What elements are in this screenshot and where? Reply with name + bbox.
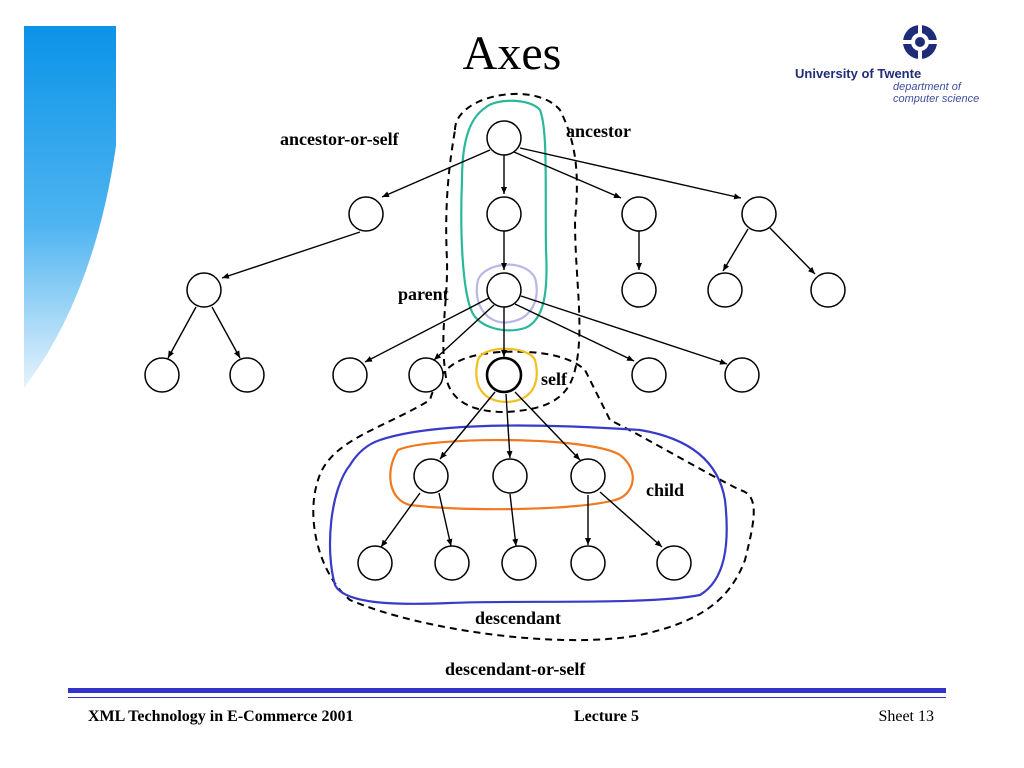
- side-gradient-bar: [24, 26, 116, 388]
- label-ancestor: ancestor: [566, 121, 631, 141]
- tree-node: [186, 272, 222, 308]
- tree-node: [707, 272, 743, 308]
- tree-node-parent: [486, 272, 522, 308]
- tree-node-self: [485, 356, 523, 394]
- footer-sheet-number: Sheet 13: [878, 708, 934, 725]
- descendant-region: [328, 424, 728, 605]
- tree-node-child: [492, 458, 528, 494]
- child-region: [389, 438, 634, 511]
- tree-node: [656, 545, 692, 581]
- tree-node: [434, 545, 470, 581]
- tree-node: [144, 357, 180, 393]
- ancestor-region: [460, 99, 548, 332]
- ancestor-or-self-region: [442, 92, 581, 414]
- logo-university-name: University of Twente: [795, 66, 922, 81]
- tree-node-child: [413, 458, 449, 494]
- logo-emblem-icon: [903, 25, 937, 59]
- footer-rule: [68, 688, 946, 693]
- tree-node-child: [570, 458, 606, 494]
- tree-node: [332, 357, 368, 393]
- tree-edges: [167, 147, 816, 548]
- slide-title: Axes: [462, 27, 562, 80]
- tree-node-root: [486, 120, 522, 156]
- descendant-or-self-region: [312, 350, 755, 642]
- tree-nodes: [144, 120, 846, 581]
- tree-node: [348, 196, 384, 232]
- tree-node: [741, 196, 777, 232]
- label-descendant-or-self: descendant-or-self: [445, 659, 586, 679]
- self-region: [475, 347, 538, 404]
- label-ancestor-or-self: ancestor-or-self: [280, 129, 400, 149]
- logo-department: department of computer science: [893, 81, 979, 105]
- tree-node: [570, 545, 606, 581]
- tree-node: [486, 196, 522, 232]
- logo-dept-line2: computer science: [893, 93, 980, 105]
- tree-node: [501, 545, 537, 581]
- tree-node: [357, 545, 393, 581]
- tree-node: [621, 196, 657, 232]
- tree-node: [621, 272, 657, 308]
- tree-node: [229, 357, 265, 393]
- label-parent: parent: [398, 284, 449, 304]
- tree-node: [724, 357, 760, 393]
- label-descendant: descendant: [475, 608, 561, 628]
- footer-rule-thin: [68, 697, 946, 698]
- label-self: self: [541, 369, 568, 389]
- university-logo: [903, 25, 937, 59]
- tree-node: [408, 357, 444, 393]
- footer-lecture: Lecture 5: [574, 708, 640, 725]
- logo-dept-line1: department of: [893, 81, 961, 93]
- label-child: child: [646, 480, 684, 500]
- footer-course-title: XML Technology in E-Commerce 2001: [88, 708, 354, 725]
- tree-node: [810, 272, 846, 308]
- tree-node: [631, 357, 667, 393]
